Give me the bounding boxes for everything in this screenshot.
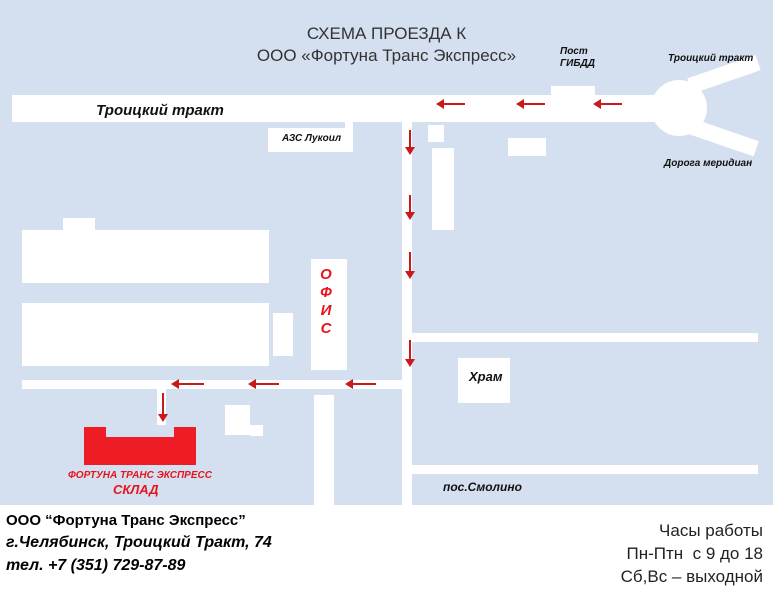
label-warehouse: СКЛАД (113, 482, 159, 497)
label-office: ОФИС (320, 266, 332, 337)
troitsky-tract-road (12, 95, 662, 122)
label-azs: АЗС Лукоил (282, 133, 342, 144)
building-gibdd-post (551, 86, 595, 98)
map-title-line1: СХЕМА ПРОЕЗДА К (306, 24, 467, 43)
label-doroga-meridian: Дорога меридиан (664, 158, 753, 169)
building-tall-strip (432, 148, 454, 230)
label-gibdd-post: Пост ГИБДД (560, 46, 595, 70)
route-arrow-left (248, 379, 279, 389)
map-title-line2: ООО «Фортуна Транс Экспресс» (256, 46, 517, 65)
building-office (311, 259, 347, 370)
building-church (458, 358, 510, 403)
route-arrow-down (405, 252, 415, 279)
footer-address: г.Челябинск, Троицкий Тракт, 74 (6, 534, 272, 551)
footer-hours-weekdays: Пн-Птн с 9 до 18 (626, 544, 763, 563)
building-small-1 (428, 125, 444, 142)
building-large-west-2 (22, 303, 269, 366)
route-arrow-down (405, 195, 415, 220)
smolino-road (412, 465, 758, 474)
route-map: СХЕМА ПРОЕЗДА К ООО «Фортуна Транс Экспр… (0, 0, 773, 505)
building-azs (268, 128, 350, 152)
label-troitsky-tract-ring: Троицкий тракт (668, 53, 754, 64)
building-small-4 (225, 405, 250, 435)
footer-phone: тел. +7 (351) 729-87-89 (6, 557, 186, 574)
label-warehouse-company: ФОРТУНА ТРАНС ЭКСПРЕСС (68, 470, 212, 481)
lower-horizontal-road (22, 380, 412, 389)
footer-hours-title: Часы работы (659, 521, 763, 540)
footer-hours-weekend: Сб,Вс – выходной (620, 567, 763, 586)
building-small-5 (250, 425, 263, 436)
label-church: Храм (469, 369, 503, 384)
route-arrow-down (405, 130, 415, 155)
building-south-strip (314, 395, 334, 505)
warehouse-building-part (174, 427, 196, 439)
church-road (412, 333, 758, 342)
label-troitsky-tract-main: Троицкий тракт (96, 102, 224, 119)
road-to-meridian (687, 118, 759, 157)
main-vertical-road (402, 122, 412, 505)
label-gibdd-post-line2: ГИБДД (560, 58, 595, 69)
route-arrow-left (516, 99, 545, 109)
route-arrow-down (405, 340, 415, 367)
building-small-3 (273, 313, 293, 356)
route-arrow-left (593, 99, 622, 109)
warehouse-building-part (84, 427, 106, 439)
building-small-2 (508, 138, 546, 156)
route-arrow-left (171, 379, 204, 389)
warehouse-building (84, 437, 196, 465)
building-large-west-1 (22, 230, 269, 283)
label-smolino: пос.Смолино (443, 480, 522, 494)
route-arrow-left (436, 99, 465, 109)
footer-company: ООО “Фортуна Транс Экспресс” (6, 512, 246, 529)
route-arrow-down (158, 393, 168, 422)
building-large-west-1-annex (63, 218, 95, 232)
warehouse-access-road (157, 389, 166, 425)
label-gibdd-post-line1: Пост (560, 46, 588, 57)
route-arrow-left (345, 379, 376, 389)
